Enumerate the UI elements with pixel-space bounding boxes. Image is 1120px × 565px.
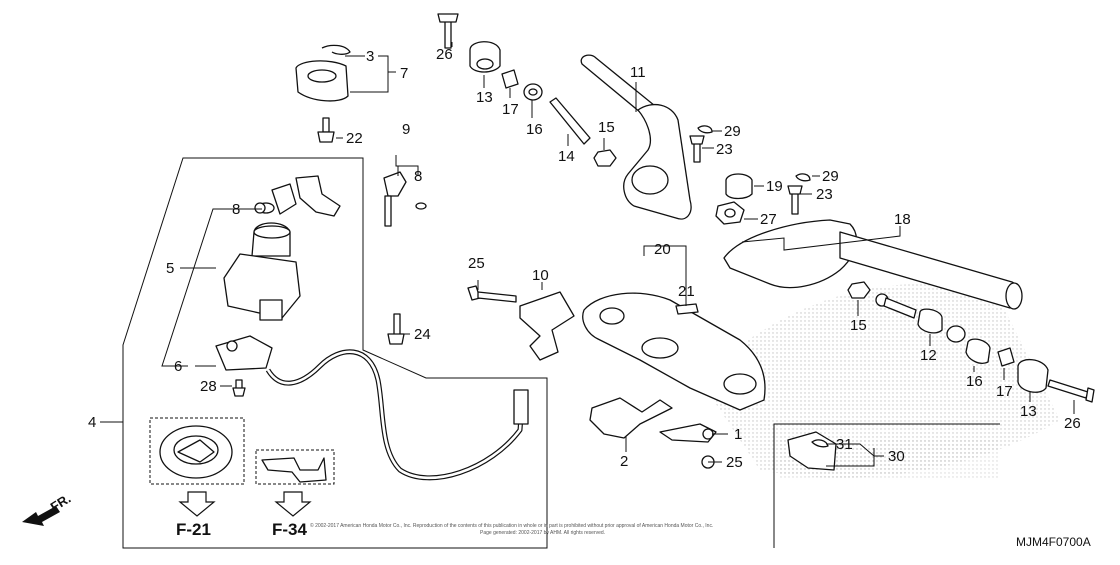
part-9-key[interactable] <box>383 171 407 227</box>
part-10-wire-guide[interactable] <box>519 291 575 361</box>
callout-20[interactable]: 20 <box>654 241 671 258</box>
callout-10[interactable]: 10 <box>532 267 549 284</box>
part-22-bolt[interactable] <box>317 117 335 143</box>
part-11-handlebar-left[interactable] <box>580 54 692 220</box>
callout-17a[interactable]: 17 <box>502 101 519 118</box>
part-12-stopper[interactable] <box>875 293 943 334</box>
part-21-plate[interactable] <box>675 303 699 315</box>
callout-16a[interactable]: 16 <box>526 121 543 138</box>
inset-box-outline <box>773 423 1000 548</box>
part-13-end-weight-right[interactable] <box>1017 359 1049 393</box>
callout-17b[interactable]: 17 <box>996 383 1013 400</box>
callout-6[interactable]: 6 <box>174 358 182 375</box>
part-2-bracket[interactable] <box>589 397 673 439</box>
front-direction-indicator: FR. <box>22 491 73 526</box>
part-15-nut-right[interactable] <box>847 281 871 299</box>
callout-3[interactable]: 3 <box>366 48 374 65</box>
part-26-bolt-right[interactable] <box>1047 379 1095 403</box>
callout-19[interactable]: 19 <box>766 178 783 195</box>
part-28-screw[interactable] <box>232 379 246 397</box>
callout-22[interactable]: 22 <box>346 130 363 147</box>
callout-1[interactable]: 1 <box>734 426 742 443</box>
callout-14[interactable]: 14 <box>558 148 575 165</box>
callouts: 3 7 22 9 8 8 5 24 6 28 4 26 13 17 16 14 … <box>88 46 1081 471</box>
callout-27[interactable]: 27 <box>760 211 777 228</box>
part-16-rubber-top[interactable] <box>523 83 543 101</box>
part-15-nut-top[interactable] <box>593 149 617 167</box>
part-19-plug[interactable] <box>725 173 753 200</box>
callout-26a[interactable]: 26 <box>436 46 453 63</box>
part-6-switch-harness[interactable] <box>215 335 529 481</box>
copyright-line-1: © 2002-2017 American Honda Motor Co., In… <box>310 522 713 529</box>
callout-31[interactable]: 31 <box>836 436 853 453</box>
part-26-bolt-top[interactable] <box>437 13 459 49</box>
part-24-bolt[interactable] <box>387 313 405 345</box>
fuel-bracket[interactable] <box>261 457 327 483</box>
callout-13a[interactable]: 13 <box>476 89 493 106</box>
part-31-clip[interactable] <box>811 439 829 448</box>
part-23-bolt-top[interactable] <box>689 135 705 163</box>
part-8-washer-b[interactable] <box>415 202 427 210</box>
part-27-nut[interactable] <box>715 201 745 225</box>
copyright-notice: © 2002-2017 American Honda Motor Co., In… <box>310 522 713 536</box>
part-3-clip[interactable] <box>321 44 351 55</box>
part-29-clip-top[interactable] <box>697 125 713 134</box>
part-7-ignition-cover[interactable] <box>295 60 349 102</box>
part-16-rubber-right[interactable] <box>946 325 991 364</box>
part-25-bolt-left[interactable] <box>467 285 517 303</box>
callout-11[interactable]: 11 <box>630 64 646 81</box>
callout-23a[interactable]: 23 <box>716 141 733 158</box>
callout-29b[interactable]: 29 <box>822 168 839 185</box>
callout-18[interactable]: 18 <box>894 211 911 228</box>
section-ref-f34-label[interactable]: F-34 <box>272 520 308 539</box>
callout-8a[interactable]: 8 <box>232 201 240 218</box>
section-ref-f34[interactable]: F-34 <box>272 491 312 539</box>
fuel-cap[interactable] <box>159 425 233 479</box>
part-1-retainer[interactable] <box>659 423 717 443</box>
callout-30[interactable]: 30 <box>888 448 905 465</box>
callout-25b[interactable]: 25 <box>726 454 743 471</box>
part-8-washer-a[interactable] <box>254 202 266 214</box>
callout-15a[interactable]: 15 <box>598 119 615 136</box>
part-18-handlebar-right[interactable] <box>723 219 1023 310</box>
part-14-shaft[interactable] <box>549 97 591 145</box>
callout-13b[interactable]: 13 <box>1020 403 1037 420</box>
callout-29a[interactable]: 29 <box>724 123 741 140</box>
callout-16b[interactable]: 16 <box>966 373 983 390</box>
callout-26b[interactable]: 26 <box>1064 415 1081 432</box>
diagram-code: MJM4F0700A <box>1016 535 1091 549</box>
callout-28[interactable]: 28 <box>200 378 217 395</box>
callout-7[interactable]: 7 <box>400 65 408 82</box>
ignition-group-outline <box>122 157 548 549</box>
callout-21[interactable]: 21 <box>678 283 695 300</box>
callout-8b[interactable]: 8 <box>414 168 422 185</box>
copyright-line-2: Page generated: 2002-2017 by AHM. All ri… <box>480 530 605 536</box>
part-5-ignition-switch[interactable] <box>223 175 341 321</box>
part-20-top-bridge[interactable] <box>582 292 766 411</box>
callout-4[interactable]: 4 <box>88 414 96 431</box>
section-ref-f21-label[interactable]: F-21 <box>176 520 211 539</box>
part-17-spacer-right[interactable] <box>997 347 1015 367</box>
callout-15b[interactable]: 15 <box>850 317 867 334</box>
callout-23b[interactable]: 23 <box>816 186 833 203</box>
callout-2[interactable]: 2 <box>620 453 628 470</box>
callout-9[interactable]: 9 <box>402 121 410 138</box>
callout-25a[interactable]: 25 <box>468 255 485 272</box>
callout-5[interactable]: 5 <box>166 260 174 277</box>
leader-lines <box>100 42 1075 467</box>
part-29-clip-right[interactable] <box>795 173 811 182</box>
part-17-spacer-top[interactable] <box>501 69 519 89</box>
part-13-end-weight-top[interactable] <box>469 41 501 73</box>
section-ref-f21[interactable]: F-21 <box>176 491 216 539</box>
callout-12[interactable]: 12 <box>920 347 937 364</box>
callout-24[interactable]: 24 <box>414 326 431 343</box>
part-23-bolt-right[interactable] <box>787 185 803 215</box>
fuel-cap-outline <box>149 417 335 485</box>
